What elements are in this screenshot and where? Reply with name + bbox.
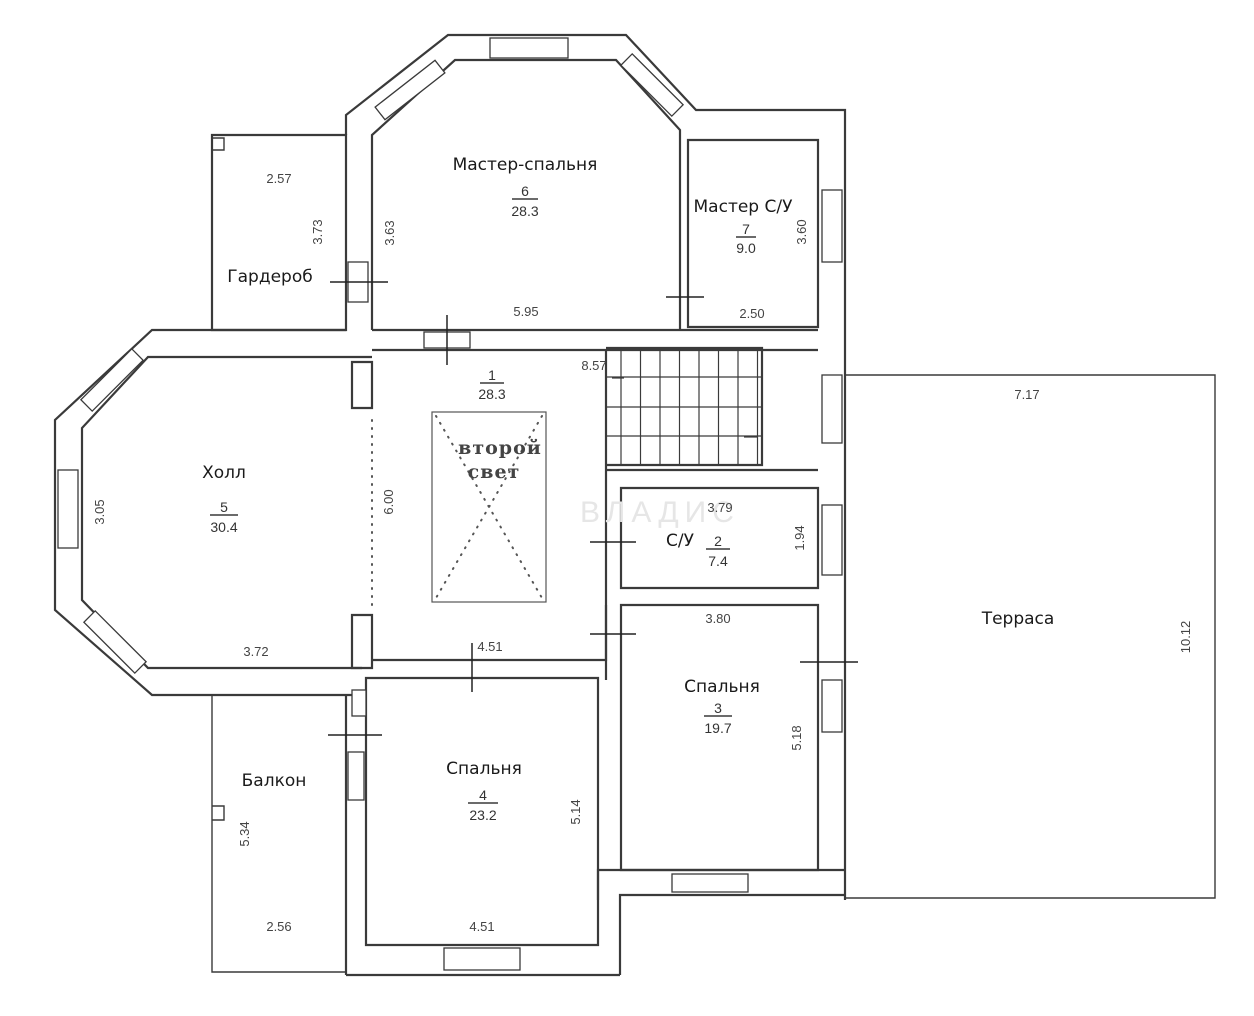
room-name-hall: Холл [202, 463, 246, 483]
room-number-master: 6 [521, 183, 529, 199]
dim-balcony-width: 2.56 [266, 919, 291, 934]
dim-master-bottom: 5.95 [513, 304, 538, 319]
room-name-wardrobe: Гардероб [227, 267, 312, 287]
room-number-master-bath: 7 [742, 221, 750, 237]
double-height-void: второй свет [431, 411, 547, 603]
room-name-master: Мастер-спальня [453, 155, 598, 175]
dim-bedroom-3-length: 5.18 [789, 725, 804, 750]
windows [57, 37, 843, 971]
room-name-bath: С/У [666, 531, 695, 551]
room-area-stair-hall: 28.3 [478, 386, 505, 402]
dim-bedroom-4-length: 5.14 [568, 799, 583, 824]
room-number-hall: 5 [220, 499, 228, 515]
dim-hall-bottom: 3.72 [243, 644, 268, 659]
room-area-hall: 30.4 [210, 519, 237, 535]
dim-terrace-width: 7.17 [1014, 387, 1039, 402]
room-area-master-bath: 9.0 [736, 240, 756, 256]
room-name-bedroom-3: Спальня [684, 677, 760, 697]
room-name-balcony: Балкон [242, 771, 307, 791]
dim-bedroom-4-width: 4.51 [469, 919, 494, 934]
void-label-line-2: свет [468, 461, 521, 483]
room-area-bedroom-4: 23.2 [469, 807, 496, 823]
room-number-stair-hall: 1 [488, 367, 496, 383]
room-area-bath: 7.4 [708, 553, 728, 569]
room-name-terrace: Терраса [981, 609, 1055, 629]
dim-master-bath-length: 3.60 [794, 219, 809, 244]
dim-bath-width: 3.79 [707, 500, 732, 515]
dim-stair-hall-length: 6.00 [381, 489, 396, 514]
room-area-master: 28.3 [511, 203, 538, 219]
doors [328, 281, 858, 736]
dim-bath-length: 1.94 [792, 525, 807, 550]
staircase [606, 348, 762, 465]
room-area-bedroom-3: 19.7 [704, 720, 731, 736]
void-label-line-1: второй [458, 437, 542, 459]
dim-hall-left: 3.05 [92, 499, 107, 524]
dim-wardrobe-width: 2.57 [266, 171, 291, 186]
dim-stair-hall-width: 8.57 [581, 358, 606, 373]
room-labels: Мастер-спальня 6 28.3 Мастер С/У 7 9.0 Г… [202, 155, 1054, 823]
watermark: ВЛАДИС [580, 496, 740, 529]
room-number-bath: 2 [714, 533, 722, 549]
dim-stair-hall-bottom: 4.51 [477, 639, 502, 654]
dim-master-bath-width: 2.50 [739, 306, 764, 321]
dim-balcony-length: 5.34 [237, 821, 252, 846]
dim-master-left: 3.63 [382, 220, 397, 245]
dim-bedroom-3-width: 3.80 [705, 611, 730, 626]
dim-terrace-length: 10.12 [1178, 621, 1193, 654]
room-name-bedroom-4: Спальня [446, 759, 522, 779]
dim-wardrobe-length: 3.73 [310, 219, 325, 244]
room-number-bedroom-3: 3 [714, 700, 722, 716]
room-name-master-bath: Мастер С/У [694, 197, 794, 217]
dimension-labels: 2.57 3.73 3.63 5.95 3.60 2.50 8.57 7.17 … [92, 171, 1193, 934]
room-number-bedroom-4: 4 [479, 787, 487, 803]
